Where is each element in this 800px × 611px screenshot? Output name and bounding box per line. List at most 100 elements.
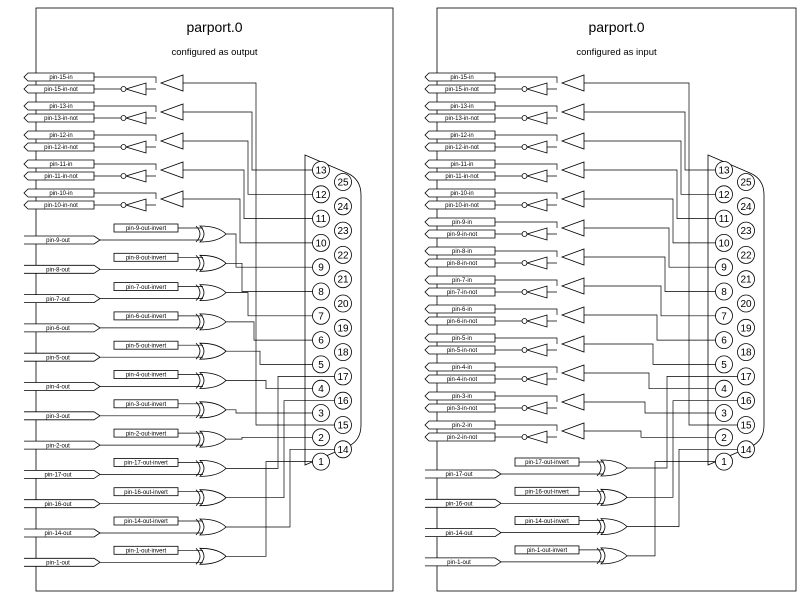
wire-to-pin-3	[584, 401, 716, 414]
xor-gate-arc	[596, 459, 602, 477]
xor-gate-arc	[195, 430, 201, 448]
connector-pin-label: 9	[721, 263, 727, 274]
connector-pin-label: 15	[740, 421, 752, 432]
xor-gate-arc	[195, 460, 201, 477]
wire	[501, 520, 604, 533]
signal-name-in-not: pin-11-in-not	[44, 174, 78, 180]
buffer-gate	[560, 335, 585, 353]
buffer-gate	[560, 364, 585, 382]
db25-connector	[707, 154, 765, 466]
signal-name-out: pin-1-out	[46, 561, 70, 567]
buffer-gate	[560, 132, 585, 150]
buffer-gate	[560, 277, 585, 295]
signal-name-in: pin-10-in	[450, 191, 473, 197]
signal-label-in	[424, 217, 496, 227]
wire	[495, 424, 558, 431]
inverter-bubble	[521, 115, 528, 121]
buffer-gate	[560, 219, 585, 237]
panel-subtitle: configured as output	[171, 47, 257, 58]
signal-name-in-not: pin-11-in-not	[445, 174, 479, 180]
signal-label-in-not	[23, 142, 95, 152]
panel-title: parport.0	[186, 19, 242, 35]
inverter-bubble	[521, 144, 528, 150]
signal-label-in-not	[424, 316, 496, 326]
signal-name-in: pin-9-in	[452, 220, 472, 226]
inverter-gate	[525, 430, 548, 444]
wire	[100, 286, 203, 299]
connector-pin-20	[334, 294, 352, 313]
wire	[94, 76, 157, 83]
signal-label-in	[23, 130, 95, 140]
wire-to-pin-9	[226, 233, 313, 268]
connector-pin-19	[737, 318, 755, 337]
signal-label-in-not	[424, 142, 496, 152]
xor-gate	[600, 459, 628, 477]
wire-to-pin-16	[226, 400, 335, 499]
wire	[495, 250, 558, 257]
wire	[495, 337, 558, 344]
wire-to-pin-8	[226, 262, 313, 292]
signal-name-in: pin-11-in	[50, 162, 73, 168]
signal-label-in-not	[23, 84, 95, 94]
connector-pin-label: 4	[318, 384, 324, 395]
inverter-gate	[525, 256, 548, 270]
signal-name-in: pin-15-in	[450, 75, 473, 81]
signal-name-invert: pin-16-out-invert	[525, 490, 569, 496]
signal-label-in-not	[424, 287, 496, 297]
inverter-gate	[525, 169, 548, 183]
connector-pin-label: 5	[721, 360, 727, 371]
signal-label-in	[23, 72, 95, 82]
signal-label-in-not	[23, 113, 95, 123]
signal-name-in-not: pin-15-in-not	[445, 87, 479, 93]
signal-name-invert: pin-14-out-invert	[124, 519, 168, 525]
xor-gate	[199, 518, 227, 536]
connector-pin-label: 23	[740, 226, 752, 237]
connector-pin-25	[334, 173, 352, 191]
wire	[100, 227, 203, 241]
wire	[100, 344, 203, 358]
buffer-gate	[159, 190, 184, 208]
xor-gate	[199, 225, 227, 243]
xor-gate-arc	[195, 372, 201, 389]
connector-pin-label: 1	[318, 457, 324, 468]
signal-name-invert: pin-4-out-invert	[126, 373, 167, 379]
connector-pin-21	[334, 270, 352, 289]
connector-pin-label: 21	[337, 275, 349, 286]
signal-label-in-not	[424, 200, 496, 210]
wire	[495, 366, 558, 373]
signal-name-in-not: pin-3-in-not	[447, 406, 478, 412]
wire-to-pin-6	[226, 321, 313, 341]
connector-pin-label: 14	[337, 445, 349, 456]
connector-pin-label: 20	[337, 299, 349, 310]
connector-pin-label: 10	[718, 238, 730, 249]
xor-gate-arc	[195, 518, 201, 536]
signal-name-in-not: pin-12-in-not	[44, 145, 78, 151]
connector-pin-label: 19	[740, 323, 752, 334]
panel-frame	[436, 7, 797, 592]
xor-gate	[199, 430, 227, 448]
signal-label-in-not	[424, 374, 496, 384]
xor-gate	[600, 547, 628, 565]
xor-gate-arc	[596, 489, 602, 506]
signal-name-out: pin-4-out	[46, 385, 70, 391]
connector-pin-label: 8	[318, 287, 324, 298]
signal-label-in	[424, 420, 496, 430]
signal-name-in-not: pin-15-in-not	[44, 87, 78, 93]
inverter-gate	[124, 198, 147, 212]
connector-pin-label: 11	[719, 214, 730, 225]
signal-name-out: pin-3-out	[46, 414, 70, 420]
wire	[501, 490, 604, 504]
signal-label-in-not	[424, 171, 496, 181]
connector-pin-label: 18	[337, 348, 349, 359]
wire-to-pin-14	[226, 448, 335, 528]
wire	[100, 256, 203, 270]
signal-label-in	[424, 275, 496, 285]
connector-pin-25	[737, 173, 755, 191]
xor-gate	[199, 489, 227, 507]
wire	[100, 374, 203, 387]
signal-name-out: pin-8-out	[46, 268, 70, 274]
signal-name-in-not: pin-10-in-not	[445, 203, 479, 209]
buffer-gate	[159, 74, 184, 92]
connector-pin-label: 19	[337, 323, 349, 334]
